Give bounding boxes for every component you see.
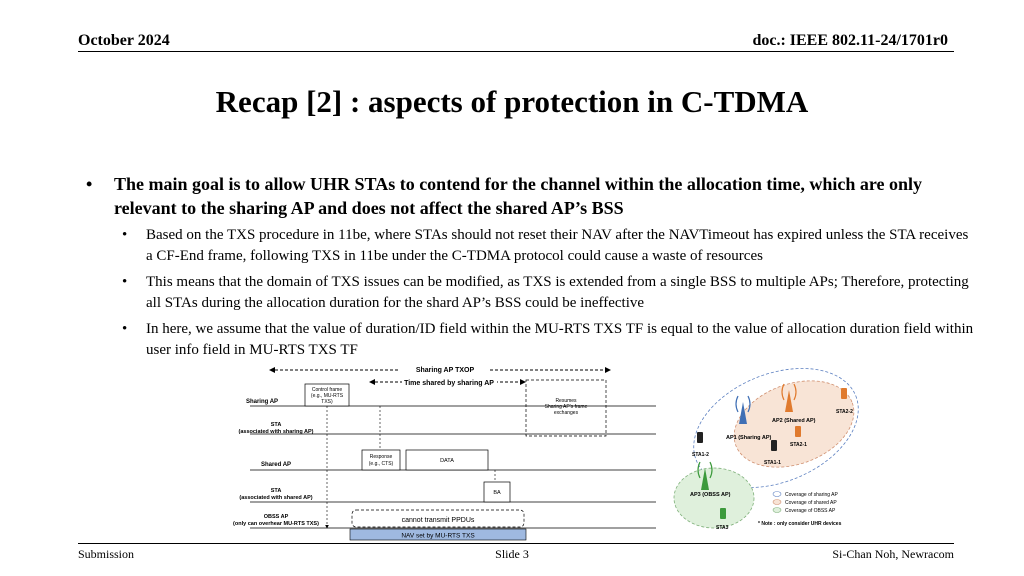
sub-bullet-text: This means that the domain of TXS issues… (146, 274, 969, 311)
sta12-phone-icon (697, 432, 703, 443)
txop-label-bg (400, 363, 490, 374)
coverage-note: * Note : only consider UHR devices (758, 521, 842, 527)
txop-label: Sharing AP TXOP (416, 367, 475, 374)
header-date: October 2024 (78, 32, 170, 49)
sta21-label: STA2-1 (790, 442, 807, 448)
row-label-sta-shared-sub: (associated with shared AP) (239, 495, 312, 501)
bullet-dot: • (86, 174, 93, 194)
legend-obss: Coverage of OBSS AP (785, 508, 836, 514)
row-label-sta-sharing: STA (271, 422, 282, 428)
sta21-phone-icon (795, 426, 801, 437)
footer-submission: Submission (78, 547, 135, 561)
control-frame-line1: Control frame (312, 387, 343, 393)
footer-author: Si-Chan Noh, Newracom (832, 547, 954, 561)
sta11-phone-icon (771, 440, 777, 451)
legend-sharing: Coverage of sharing AP (785, 492, 838, 498)
bullet-dot: • (122, 274, 128, 290)
bullet-list: • The main goal is to allow UHR STAs to … (86, 172, 976, 361)
time-shared-label-bg (402, 376, 497, 387)
sta11-label: STA1-1 (764, 460, 781, 466)
header-doc-id: doc.: IEEE 802.11-24/1701r0 (752, 32, 948, 49)
legend-sharing-swatch (772, 491, 782, 497)
cannot-transmit-box (351, 509, 525, 528)
coverage-diagram: AP1 (Sharing AP) AP2 (Shared AP) AP3 (OB… (673, 368, 859, 531)
legend-shared-swatch (772, 499, 782, 505)
resumes-line3: exchanges (554, 410, 579, 416)
data-label: DATA (440, 458, 454, 464)
row-label-sta-sharing-sub: (associated with sharing AP) (239, 429, 314, 435)
ap3-label: AP3 (OBSS AP) (690, 492, 731, 498)
time-shared-label: Time shared by sharing AP (404, 380, 494, 387)
legend-shared: Coverage of shared AP (785, 500, 837, 506)
sta22-phone-icon (841, 388, 847, 399)
sta3-phone-icon (720, 508, 726, 519)
sub-bullet: • This means that the domain of TXS issu… (122, 272, 976, 314)
sub-bullet: • Based on the TXS procedure in 11be, wh… (122, 225, 976, 267)
sta12-label: STA1-2 (692, 452, 709, 458)
main-bullet: • The main goal is to allow UHR STAs to … (86, 172, 976, 220)
row-label-obss: OBSS AP (264, 514, 289, 520)
data-box (405, 449, 489, 471)
slide-title: Recap [2] : aspects of protection in C-T… (215, 84, 809, 119)
obss-ap-coverage (673, 467, 755, 529)
resumes-line2: Sharing AP’s frame (545, 404, 588, 410)
row-label-shared-ap: Shared AP (261, 462, 291, 468)
resumes-line1: Resumes (555, 398, 577, 404)
footer-divider (78, 543, 954, 544)
bullet-dot: • (122, 227, 128, 243)
sub-bullet-text: In here, we assume that the value of dur… (146, 321, 974, 358)
control-frame-line3: TXS) (321, 399, 333, 405)
sta3-label: STA3 (716, 525, 729, 531)
nav-bar (349, 528, 527, 541)
shared-ap-coverage (733, 380, 855, 468)
row-label-sharing-ap: Sharing AP (246, 399, 278, 405)
header-divider (78, 51, 954, 52)
sub-bullet: • In here, we assume that the value of d… (122, 319, 976, 361)
control-frame-line2: (e.g., MU-RTS (311, 393, 344, 399)
resumes-box (525, 379, 607, 437)
ap1-label: AP1 (Sharing AP) (726, 435, 771, 441)
response-line1: Response (370, 454, 393, 460)
ap2-antenna-icon (781, 383, 797, 412)
sharing-ap-coverage (693, 368, 859, 488)
sta22-label: STA2-2 (836, 409, 853, 415)
footer-slide-number: Slide 3 (495, 547, 529, 561)
bullet-dot: • (122, 321, 128, 337)
main-bullet-text: The main goal is to allow UHR STAs to co… (114, 174, 923, 218)
row-label-sta-shared: STA (271, 488, 282, 494)
response-line2: (e.g., CTS) (369, 461, 394, 467)
ap3-antenna-icon (697, 461, 713, 490)
nav-label: NAV set by MU-RTS TXS (401, 533, 475, 540)
ba-box (483, 481, 511, 503)
row-label-obss-sub: (only can overhear MU-RTS TXS) (233, 521, 319, 527)
legend-obss-swatch (772, 507, 782, 513)
ap1-antenna-icon (735, 395, 751, 424)
sub-bullet-text: Based on the TXS procedure in 11be, wher… (146, 227, 969, 264)
response-box (361, 449, 401, 471)
ba-label: BA (493, 490, 501, 496)
ap2-label: AP2 (Shared AP) (772, 418, 816, 424)
timeline-diagram: Sharing AP TXOP Time shared by sharing A… (233, 363, 656, 541)
cannot-transmit-label: cannot transmit PPDUs (402, 517, 475, 524)
